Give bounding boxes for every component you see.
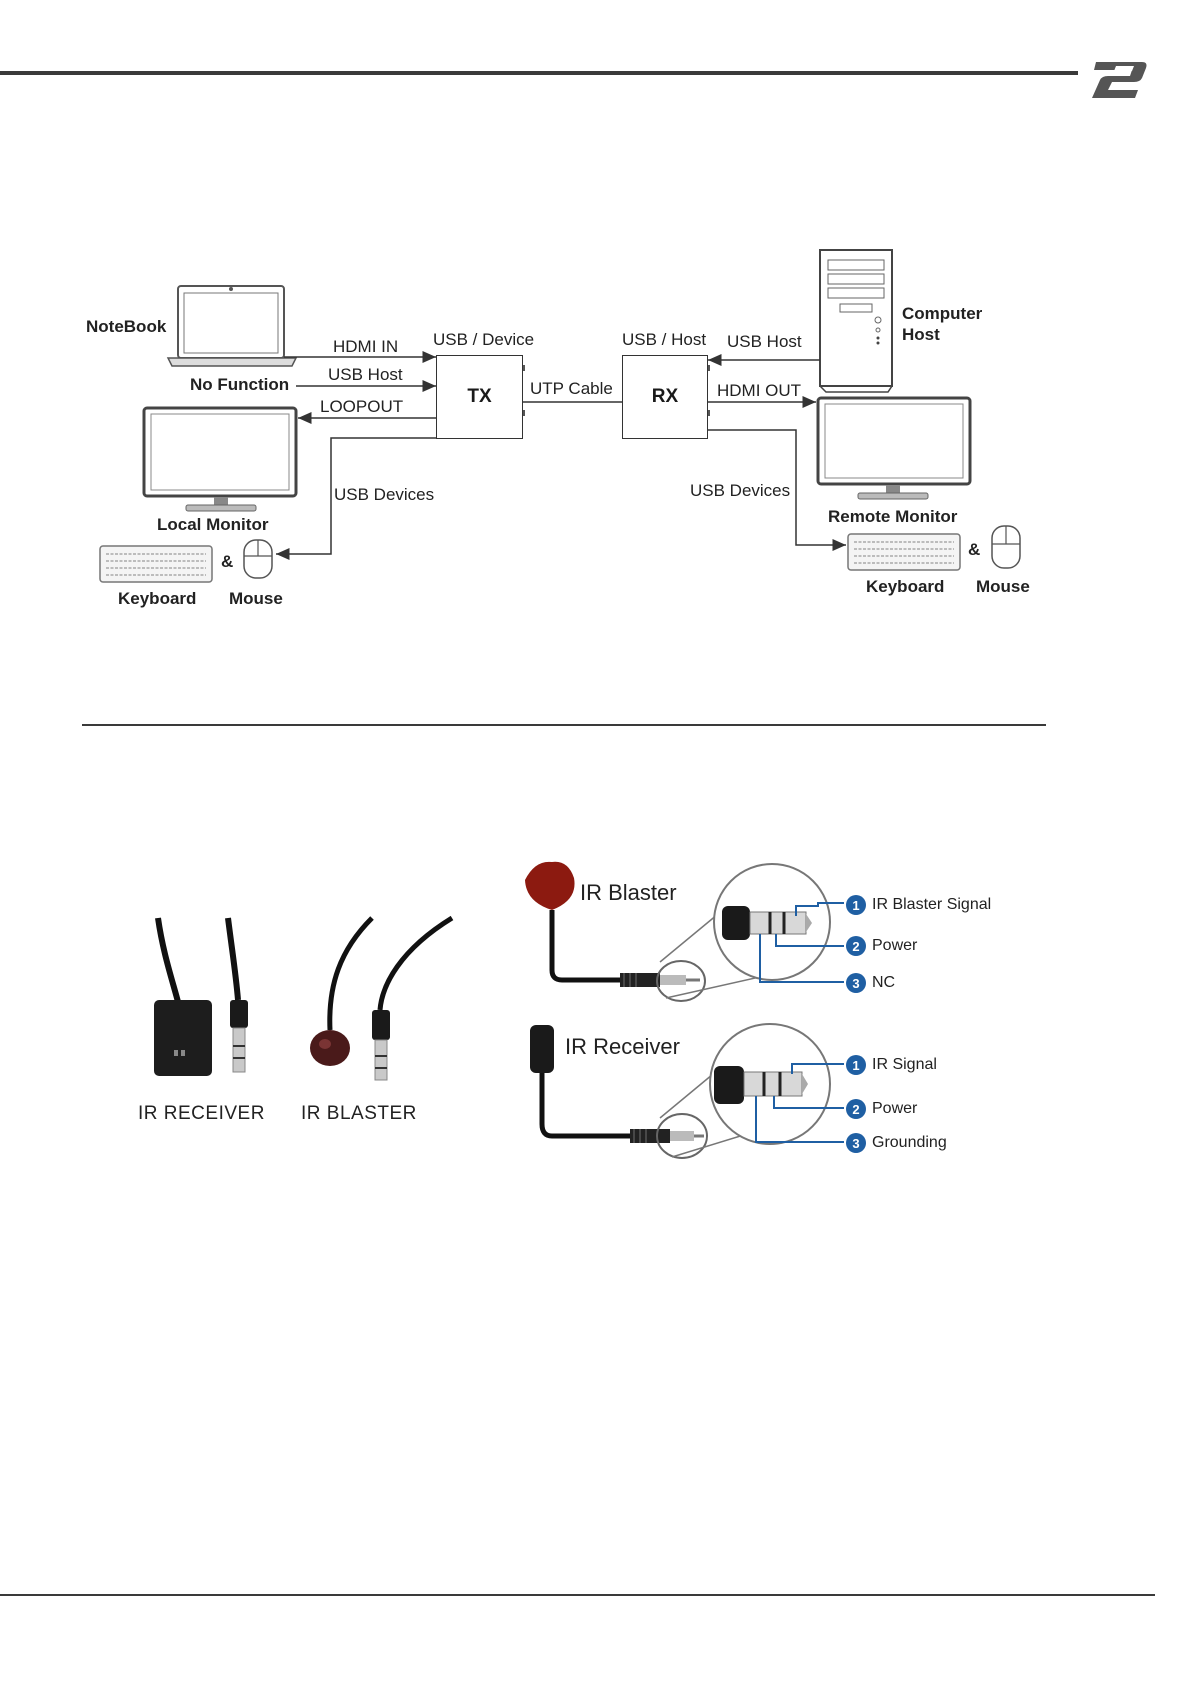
pin-label: NC (872, 974, 896, 991)
remote-monitor-icon (816, 396, 972, 500)
label-usb-devices-right: USB Devices (690, 481, 791, 500)
notebook-icon (166, 285, 298, 367)
label-mouse-left: Mouse (229, 589, 283, 608)
mouse-icon-right (991, 525, 1021, 569)
label-usb-devices-left: USB Devices (334, 485, 435, 504)
tx-unit: TX (436, 355, 523, 439)
ir-blaster-diagram (525, 861, 844, 1002)
pin-label: Power (872, 1100, 918, 1117)
label-hdmi-in: HDMI IN (333, 337, 399, 356)
pin-number: 3 (846, 973, 866, 993)
pin-label: Power (872, 937, 918, 954)
ir-receiver-photo (154, 1000, 212, 1076)
computer-host-icon (819, 249, 893, 393)
ir-receiver-pin-1: 1 IR Signal (846, 1055, 937, 1075)
ir-receiver-title: IR Receiver (565, 1034, 680, 1059)
keyboard-icon-right (847, 533, 961, 571)
label-computer-host-1: Computer (902, 304, 983, 323)
label-usb-device-tx: USB / Device (433, 330, 535, 349)
section-divider (82, 724, 1046, 726)
ir-blaster-title: IR Blaster (580, 880, 677, 905)
system-diagram-wires (99, 249, 1021, 583)
mouse-icon-left (243, 539, 273, 579)
ir-blaster-photo (310, 1030, 350, 1066)
pin-label: Grounding (872, 1134, 947, 1151)
label-remote-monitor: Remote Monitor (828, 507, 958, 526)
label-hdmi-out: HDMI OUT (717, 381, 802, 400)
ir-receiver-diagram (530, 1023, 844, 1159)
pin-number: 1 (846, 895, 866, 915)
ir-photos (154, 861, 844, 1159)
ir-receiver-pin-3: 3 Grounding (846, 1133, 947, 1153)
label-mouse-right: Mouse (976, 577, 1030, 596)
label-usb-host-right: USB Host (727, 332, 802, 351)
label-amp-left: & (221, 552, 234, 571)
ir-blaster-pin-3: 3 NC (846, 973, 895, 993)
rx-unit: RX (622, 355, 708, 439)
caption-ir-blaster: IR BLASTER (301, 1103, 417, 1124)
footer-rule (0, 1594, 1155, 1596)
keyboard-icon-left (99, 545, 213, 583)
label-loopout: LOOPOUT (320, 397, 404, 416)
label-local-monitor: Local Monitor (157, 515, 269, 534)
label-usb-host-rx: USB / Host (622, 330, 707, 349)
brand-logo (1086, 58, 1150, 100)
header-rule (0, 71, 1078, 75)
label-utp-cable: UTP Cable (530, 379, 613, 398)
ir-receiver-pin-2: 2 Power (846, 1099, 917, 1119)
label-notebook: NoteBook (86, 317, 167, 336)
label-computer-host-2: Host (902, 325, 940, 344)
ir-blaster-pin-1: 1 IR Blaster Signal (846, 895, 991, 915)
label-amp-right: & (968, 540, 981, 559)
pin-number: 3 (846, 1133, 866, 1153)
label-usb-host-left: USB Host (328, 365, 403, 384)
pin-number: 2 (846, 936, 866, 956)
local-monitor-icon (142, 406, 298, 512)
label-keyboard-right: Keyboard (866, 577, 945, 596)
label-keyboard-left: Keyboard (118, 589, 197, 608)
pin-label: IR Blaster Signal (872, 896, 992, 913)
pin-label: IR Signal (872, 1056, 937, 1073)
ir-blaster-pin-2: 2 Power (846, 936, 917, 956)
caption-ir-receiver: IR RECEIVER (138, 1103, 265, 1124)
label-no-function: No Function (190, 375, 290, 394)
pin-number: 2 (846, 1099, 866, 1119)
pin-number: 1 (846, 1055, 866, 1075)
